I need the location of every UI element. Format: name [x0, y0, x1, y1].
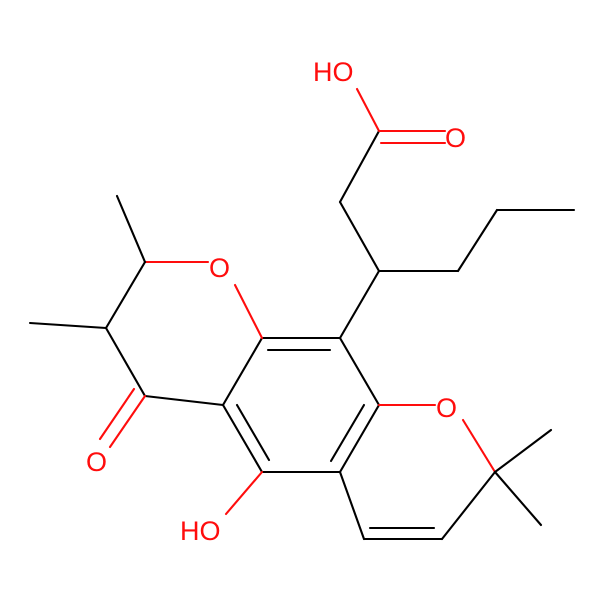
- bond-chromene-o-cq: [461, 418, 497, 474]
- bond-ring-a5-double: [329, 403, 366, 463]
- bond-ring-a3: [221, 403, 264, 474]
- atom-labels: HO O O O HO O: [86, 57, 466, 546]
- bond-ch-aryl: [338, 269, 381, 340]
- bond-pyranone-ch-chme: [104, 260, 147, 330]
- ketone-oxygen-label: O: [86, 447, 107, 477]
- bond-ketone-1: [108, 394, 147, 449]
- bond-ch2-ch: [338, 200, 381, 273]
- bond-ring-a5: [338, 403, 381, 474]
- bond-chromene-methyl-down: [493, 470, 543, 527]
- acid-hydroxyl-label: HO: [313, 57, 354, 87]
- bond-chromene-cq-ch: [440, 470, 497, 541]
- chromene-ring-oxygen-label: O: [436, 393, 457, 423]
- bond-chromene-ch-aryl: [338, 470, 366, 541]
- bond-ketone-2: [98, 387, 136, 441]
- bond-lines: [28, 87, 576, 541]
- bond-propyl1-propyl2: [456, 208, 499, 273]
- phenol-hydroxyl-label: HO: [180, 516, 221, 546]
- bond-ring-a2: [221, 336, 264, 407]
- bond-ring-a6: [338, 336, 381, 407]
- bond-phenol-hydroxyl: [224, 470, 264, 516]
- bond-pyranone-o-aryl: [233, 283, 264, 340]
- acid-carbonyl-oxygen-label: O: [445, 123, 466, 153]
- bond-chromene-methyl-up: [493, 428, 553, 474]
- bond-pyranone-chme-co: [104, 326, 147, 398]
- bond-pyranone-co-aryl: [143, 394, 225, 407]
- bond-pyranone-methyl-top: [115, 194, 147, 264]
- pyranone-ring-oxygen-label: O: [209, 253, 230, 283]
- bond-acid-hydroxyl: [355, 87, 381, 133]
- bond-acid-carbon-ch2: [338, 129, 381, 204]
- bond-pyranone-methyl-left: [28, 321, 108, 330]
- bond-ring-a3-double: [235, 403, 271, 462]
